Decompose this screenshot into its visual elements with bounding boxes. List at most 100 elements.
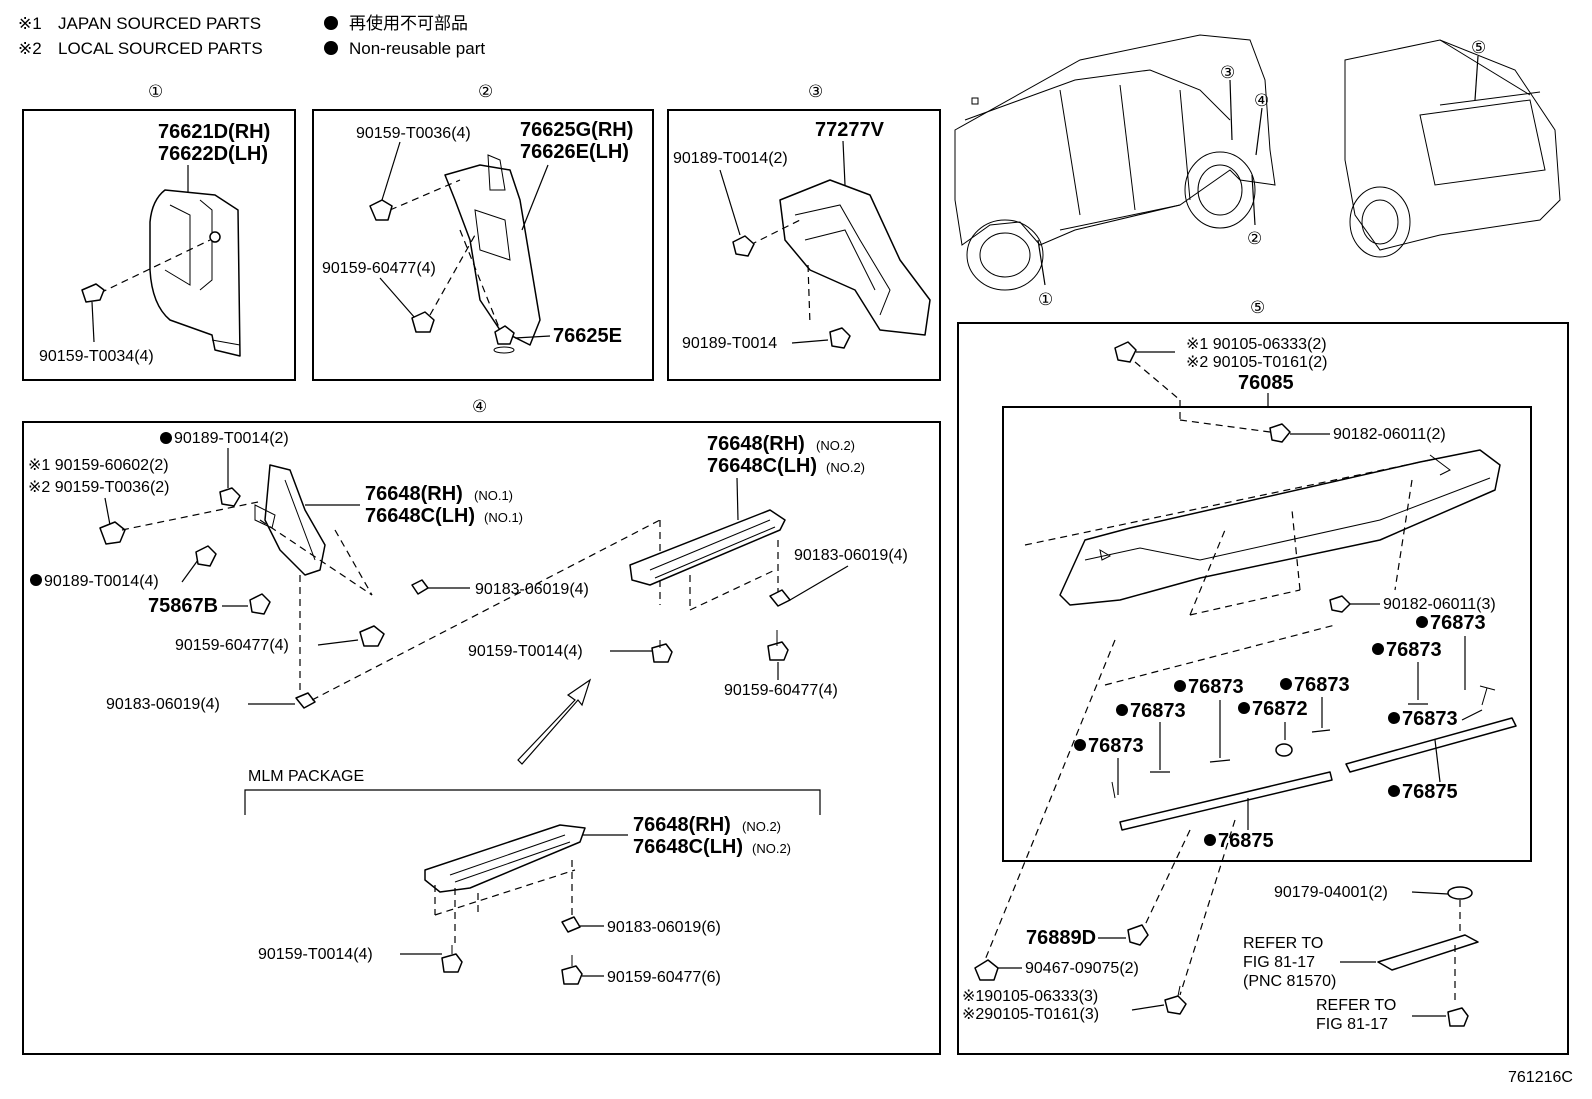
panel-1-frame [22, 109, 296, 381]
panel5-refer2-b: FIG 81-17 [1316, 1016, 1388, 1033]
tape-icon [1119, 771, 1333, 831]
panel4-cover2-rh-no: (NO.2) [816, 438, 855, 453]
panel5-spoiler: 76085 [1238, 372, 1294, 394]
panel-2-frame [312, 109, 654, 381]
panel4-nut-mid: 90183-06019(4) [475, 581, 589, 598]
legend-japan-text: JAPAN SOURCED PARTS [58, 14, 261, 33]
legend-nonreuse-jp: 再使用不可部品 [349, 13, 468, 33]
panel2-clip: 76625E [553, 325, 622, 347]
step-cover-icon [629, 509, 786, 586]
nut-icon [295, 692, 316, 709]
clip-icon [195, 545, 217, 567]
panel4-package: MLM PACKAGE [248, 768, 364, 785]
panel-5-inner-frame [1002, 406, 1532, 862]
nonreusable-dot-icon [1388, 712, 1400, 724]
panel1-part-rh: 76621D(RH) [158, 121, 270, 143]
panel-5-frame [957, 322, 1569, 1055]
screw-icon [369, 199, 393, 221]
section-markers: ① ② ③ ④ ⑤ [148, 82, 1265, 416]
panel5-refer1-c: (PNC 81570) [1243, 973, 1336, 990]
panel4-mlm-nut: 90183-06019(6) [607, 919, 721, 936]
bolt-icon [1164, 995, 1187, 1015]
panel1-bolt: 90159-T0034(4) [39, 348, 154, 365]
legend: ※1 JAPAN SOURCED PARTS ※2 LOCAL SOURCED … [18, 13, 485, 58]
screw-icon [359, 625, 385, 647]
panel5-pad-1: 76873 [1430, 612, 1486, 634]
panel4-cover-lh-no: (NO.1) [484, 510, 523, 525]
panel4-mlm-screw: 90159-60477(6) [607, 969, 721, 986]
panel5-nut-top: 90182-06011(2) [1333, 426, 1446, 443]
nonreusable-dot-icon [1204, 834, 1216, 846]
marker-5: ⑤ [1250, 298, 1265, 317]
nonreusable-dot-icon [1388, 785, 1400, 797]
panel3-clip-top: 90189-T0014(2) [673, 150, 788, 167]
clip-icon [829, 327, 851, 349]
panel5-bolt2-local: ※290105-T0161(3) [962, 1006, 1099, 1023]
grommet-icon [1447, 886, 1473, 900]
panel4-bolt-local: ※2 90159-T0036(2) [28, 479, 170, 496]
panel5-grommet2: 90179-04001(2) [1274, 884, 1388, 901]
panel2-part-lh: 76626E(LH) [520, 141, 629, 163]
nonreusable-dot-icon [1116, 704, 1128, 716]
panel5-pad-7: 76873 [1088, 735, 1144, 757]
panel4-nut-bottom: 90183-06019(4) [106, 696, 220, 713]
nonreusable-dot-icon [160, 432, 172, 444]
panel2-part-rh: 76625G(RH) [520, 119, 633, 141]
clip-icon [1127, 924, 1149, 946]
nut-icon [411, 579, 429, 595]
splash-shield-icon [779, 179, 931, 336]
screw-icon [651, 643, 673, 663]
nut-icon [1269, 423, 1291, 443]
panel-4-frame [22, 421, 941, 1055]
mudguard-icon [149, 189, 241, 357]
panel4-mlm-lh-no: (NO.2) [752, 841, 791, 856]
panel1-part-lh: 76622D(LH) [158, 143, 268, 165]
panel5-pad-4: 76873 [1294, 674, 1350, 696]
nut-icon [769, 589, 791, 607]
legend-nonreuse-en: Non-reusable part [349, 39, 485, 58]
vehicle-marker-3: ③ [1220, 63, 1235, 82]
panel5-pad-2: 76873 [1386, 639, 1442, 661]
legend-japan-mark: ※1 [18, 14, 42, 33]
nonreusable-dot-icon [1280, 678, 1292, 690]
panel4-mlm-rh: 76648(RH) [633, 814, 731, 836]
panel5-bolt2-jp: ※190105-06333(3) [962, 988, 1098, 1005]
nonreusable-dot-icon [30, 574, 42, 586]
panel4-mlm-lh: 76648C(LH) [633, 836, 743, 858]
panel3-part: 77277V [815, 119, 885, 141]
screw-icon [767, 641, 789, 661]
panel5-refer2-a: REFER TO [1316, 997, 1396, 1014]
legend-local-mark: ※2 [18, 39, 42, 58]
clip-icon [494, 325, 515, 345]
panel-1: 76621D(RH) 76622D(LH) 90159-T0034(4) [22, 109, 296, 381]
panel-2: 90159-T0036(4) 76625G(RH) 76626E(LH) 901… [312, 109, 654, 381]
panel4-mlm-screw-left: 90159-T0014(4) [258, 946, 373, 963]
legend-local-text: LOCAL SOURCED PARTS [58, 39, 263, 58]
rear-mudguard-icon [444, 164, 541, 346]
marker-1: ① [148, 82, 163, 101]
nonreusable-dot-icon [1238, 702, 1250, 714]
spoiler-icon [1059, 449, 1501, 606]
nonreusable-dot-icon [1416, 616, 1428, 628]
panel5-refer1-a: REFER TO [1243, 935, 1323, 952]
panel3-clip-bottom: 90189-T0014 [682, 335, 777, 352]
panel5-refer1-b: FIG 81-17 [1243, 954, 1315, 971]
panel5-pad-alt: 76872 [1252, 698, 1308, 720]
panel-5: ※1 90105-06333(2) ※2 90105-T0161(2) 7608… [957, 322, 1569, 1055]
panel5-bolt-jp: ※1 90105-06333(2) [1186, 336, 1327, 353]
panel5-pad-3: 76873 [1402, 708, 1458, 730]
nonreusable-dot-icon [324, 41, 338, 55]
panel5-tape-1: 76875 [1402, 781, 1458, 803]
cap-icon [249, 593, 271, 615]
nonreusable-dot-icon [1074, 739, 1086, 751]
vehicle-marker-5: ⑤ [1471, 38, 1486, 57]
screw-icon [1447, 1007, 1469, 1027]
stop-lamp-icon [1377, 934, 1479, 971]
nut-icon [561, 916, 581, 933]
bolt-icon [1114, 341, 1137, 363]
package-bracket [244, 789, 821, 815]
panel4-nut-right: 90183-06019(4) [794, 547, 908, 564]
panel5-tape-2: 76875 [1218, 830, 1274, 852]
panel5-clip: 76889D [1026, 927, 1096, 949]
clip-icon [219, 487, 241, 507]
